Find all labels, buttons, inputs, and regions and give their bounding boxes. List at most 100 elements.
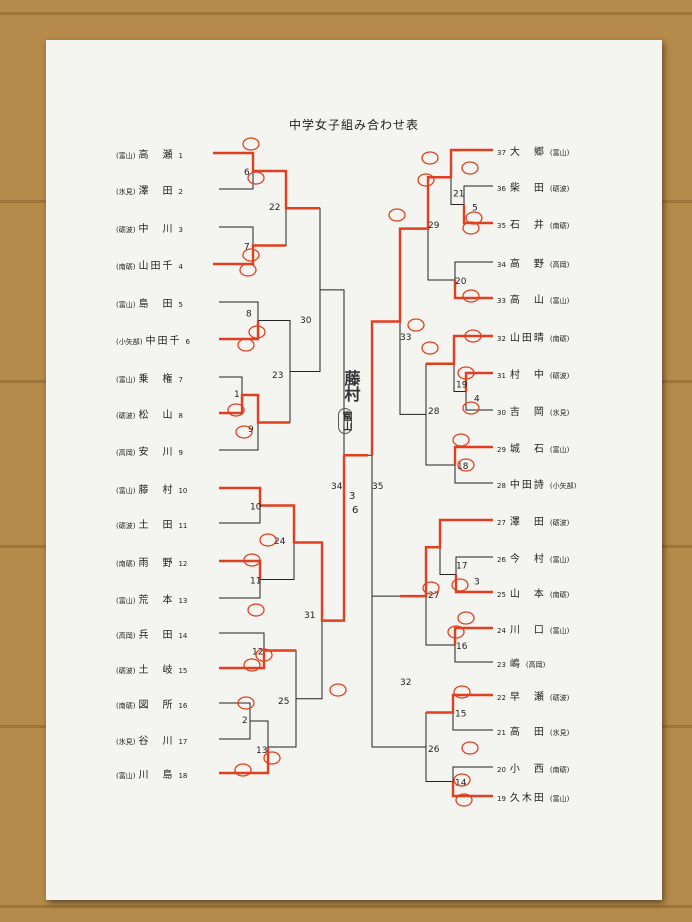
entry-region: (高岡) <box>549 261 570 269</box>
match-number: 17 <box>456 562 467 572</box>
match-number: 3 <box>474 578 480 588</box>
match-number: 5 <box>472 204 478 214</box>
entry-number: 22 <box>497 694 506 702</box>
entry-number: 3 <box>178 226 183 234</box>
entry-name: 藤 村 <box>138 485 175 496</box>
entry-number: 14 <box>178 632 188 640</box>
handwritten-score-mark <box>457 458 475 472</box>
entry-name: 早 瀬 <box>509 692 546 703</box>
match-number: 21 <box>453 190 464 200</box>
entry-region: (氷見) <box>116 738 136 746</box>
entry-region: (氷見) <box>549 409 570 417</box>
entry-number: 26 <box>497 556 506 564</box>
entry-name: 松 山 <box>138 410 175 421</box>
handwritten-score-mark <box>235 425 253 439</box>
match-number: 7 <box>244 243 250 253</box>
handwritten-score-mark <box>242 137 260 151</box>
entry-region: (砺波) <box>549 372 570 380</box>
entry-region: (南砺) <box>549 766 570 774</box>
match-number: 27 <box>428 591 439 601</box>
entry-name: 中田詩 <box>509 480 546 491</box>
entry-name: 高 山 <box>509 295 546 306</box>
entry-region: (高岡) <box>116 632 136 640</box>
handwritten-score-mark <box>259 533 277 547</box>
match-number: 24 <box>274 537 286 547</box>
entry-region: (氷見) <box>116 188 136 196</box>
handwritten-score-mark <box>248 325 266 339</box>
handwritten-score-mark <box>461 741 479 755</box>
champion-region: 富山 <box>338 408 352 434</box>
match-number: 28 <box>428 407 440 417</box>
entry-region: (富山) <box>549 795 570 803</box>
entry-name: 久木田 <box>509 793 546 804</box>
match-number: 30 <box>300 316 312 326</box>
entry-name: 嶋 <box>509 659 522 670</box>
entry-region: (高岡) <box>525 661 546 669</box>
entry-name: 中田千 <box>145 336 182 347</box>
match-number: 15 <box>455 710 466 720</box>
entry-region: (高岡) <box>116 449 136 457</box>
entry-region: (富山) <box>116 772 136 780</box>
match-number: 25 <box>278 697 289 707</box>
match-number: 10 <box>250 503 262 513</box>
entry-number: 5 <box>178 301 183 309</box>
match-number: 20 <box>455 277 467 287</box>
handwritten-score-mark <box>237 338 255 352</box>
entry-number: 33 <box>497 297 506 305</box>
handwritten-score-mark <box>234 763 252 777</box>
champion-name: 藤村 <box>341 370 361 402</box>
entry-region: (富山) <box>116 301 136 309</box>
entry-number: 2 <box>178 188 183 196</box>
match-number: 22 <box>269 203 280 213</box>
entry-name: 川 口 <box>509 625 546 636</box>
entry-region: (富山) <box>549 297 570 305</box>
entry-number: 31 <box>497 372 506 380</box>
handwritten-score-mark <box>421 341 439 355</box>
entry-number: 28 <box>497 482 506 490</box>
match-number: 8 <box>246 310 252 320</box>
entry-number: 18 <box>178 772 188 780</box>
entry-name: 大 郷 <box>509 147 546 158</box>
match-number: 18 <box>457 462 469 472</box>
entry-name: 山田千 <box>138 261 175 272</box>
entry-number: 30 <box>497 409 506 417</box>
entry-region: (砺波) <box>116 412 136 420</box>
entry-number: 29 <box>497 446 506 454</box>
entry-region: (砺波) <box>549 694 570 702</box>
entry-number: 34 <box>497 261 506 269</box>
entry-name: 荒 本 <box>138 595 175 606</box>
entry-number: 17 <box>178 738 188 746</box>
entry-number: 16 <box>178 702 188 710</box>
entry-number: 25 <box>497 591 506 599</box>
entry-name: 安 川 <box>138 447 175 458</box>
entry-number: 36 <box>497 185 506 193</box>
match-number: 26 <box>428 745 440 755</box>
handwritten-score-mark <box>421 151 439 165</box>
entry-name: 澤 田 <box>509 517 546 528</box>
handwritten-score-mark <box>417 173 435 187</box>
entry-number: 13 <box>178 597 188 605</box>
handwritten-score-mark <box>255 648 273 662</box>
handwritten-score-mark <box>247 603 265 617</box>
handwritten-score-mark <box>462 401 480 415</box>
match-number: 31 <box>304 611 315 621</box>
entry-name: 島 田 <box>138 299 175 310</box>
handwritten-score-mark <box>453 685 471 699</box>
match-number: 19 <box>456 381 468 391</box>
handwritten-score-mark <box>451 578 469 592</box>
